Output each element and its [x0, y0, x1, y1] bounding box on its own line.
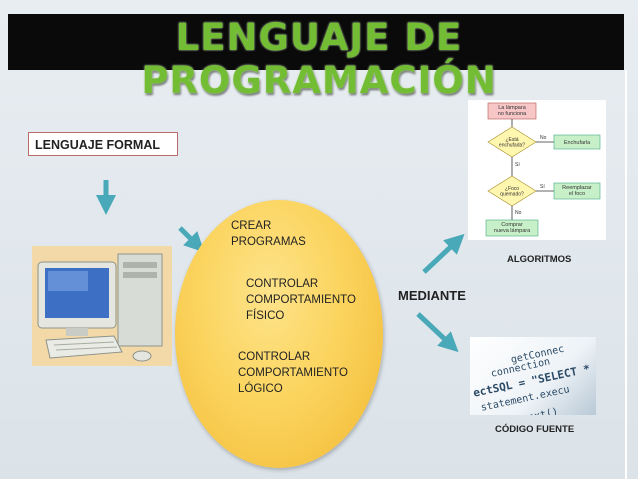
fc-q1-no-label: No: [540, 135, 547, 141]
oval-item-crear: CREAR PROGRAMAS: [231, 218, 306, 250]
oval-item-fisico: CONTROLAR COMPORTAMIENTO FÍSICO: [246, 276, 356, 324]
arrow-codigo: [418, 314, 452, 346]
arrow-algoritmos: [424, 240, 458, 272]
fc-q1-action-text: Enchufarla: [564, 140, 591, 146]
flowchart-background: [468, 100, 606, 240]
arrow-crear: [180, 228, 198, 246]
fc-q2-no-label: No: [515, 210, 522, 216]
mediante-label: MEDIANTE: [398, 288, 466, 303]
algoritmos-label: ALGORITMOS: [507, 254, 571, 265]
oval-item-logico: CONTROLAR COMPORTAMIENTO LÓGICO: [238, 349, 348, 397]
fc-q2-yes-label: Sí: [540, 184, 545, 190]
fc-q1-yes-label: Sí: [515, 162, 520, 168]
codigo-fuente-label: CÓDIGO FUENTE: [495, 424, 574, 435]
source-code-image: getConnec connection ectSQL = "SELECT * …: [470, 337, 596, 415]
